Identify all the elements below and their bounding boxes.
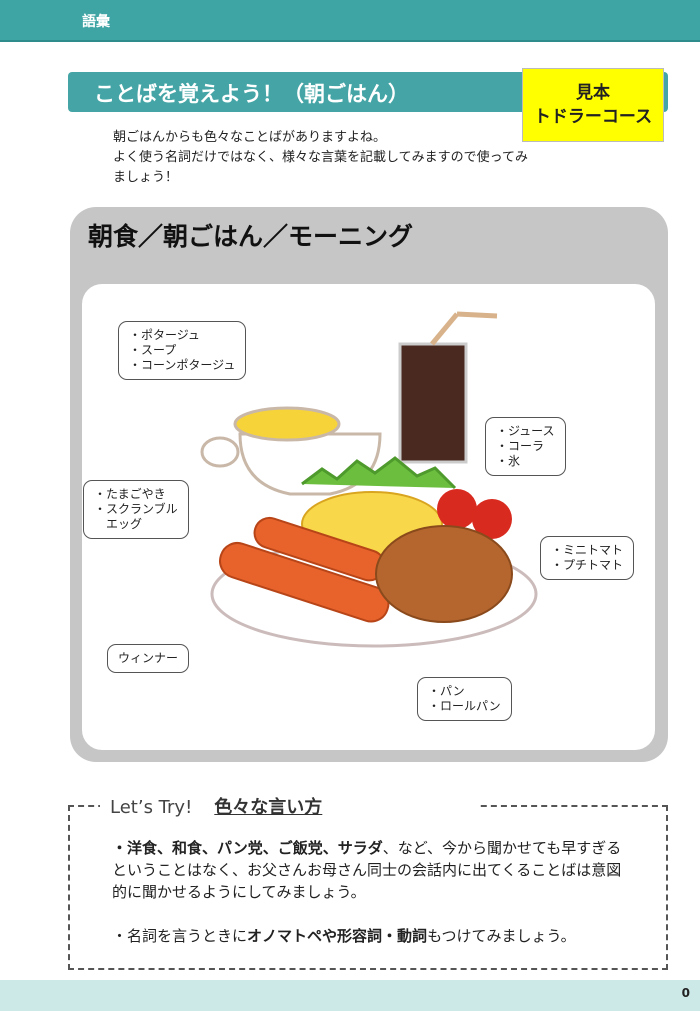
tip-bold: 動詞 bbox=[397, 927, 428, 945]
callout-item: エッグ bbox=[94, 517, 143, 531]
illustration-area: ・ポタージュ・スープ・コーンポタージュ ・ジュース・コーラ・氷 ・たまごやき・ス… bbox=[82, 284, 655, 750]
sample-badge: 見本トドラーコース bbox=[522, 68, 664, 142]
callout-item: ・ミニトマト bbox=[551, 543, 624, 557]
lets-try-header: Let’s Try! 色々な言い方 bbox=[100, 793, 480, 819]
tip-text: ・名詞を言うときに bbox=[112, 927, 248, 945]
tip-text: 、など、今から聞かせても早すぎるということはなく、お父さんお母さん同士の会話内に… bbox=[112, 839, 622, 901]
intro-text: 朝ごはんからも色々なことばがありますよね。よく使う名詞だけではなく、様々な言葉を… bbox=[113, 128, 633, 188]
callout-sausage: ウィンナー bbox=[107, 644, 190, 673]
callout-item: ・氷 bbox=[496, 454, 521, 468]
tip-bold: ・洋食、和食、パン党、ご飯党、サラダ bbox=[112, 839, 383, 857]
intro-line: 朝ごはんからも色々なことばがありますよね。 bbox=[113, 130, 387, 145]
badge-line: 見本 bbox=[576, 83, 610, 103]
callout-item: ・コーンポタージュ bbox=[129, 358, 236, 372]
callout-tomato: ・ミニトマト・プチトマト bbox=[540, 536, 635, 580]
callout-drink: ・ジュース・コーラ・氷 bbox=[485, 417, 566, 476]
tip-bold: ・ bbox=[382, 927, 398, 945]
breakfast-panel: 朝食／朝ごはん／モーニング ・ポタージュ・スープ・コーンポタージュ ・ジュース・… bbox=[70, 207, 668, 762]
callout-item: ・プチトマト bbox=[551, 558, 624, 572]
lets-try-box: Let’s Try! 色々な言い方 ・洋食、和食、パン党、ご飯党、サラダ、など、今… bbox=[68, 793, 668, 970]
tip-text: もつけてみましょう。 bbox=[427, 927, 576, 945]
tip-1: ・洋食、和食、パン党、ご飯党、サラダ、など、今から聞かせても早すぎるということは… bbox=[112, 837, 632, 903]
header-bar: 語彙 bbox=[0, 0, 700, 42]
callout-item: ・ポタージュ bbox=[129, 328, 200, 342]
panel-title: 朝食／朝ごはん／モーニング bbox=[88, 222, 414, 251]
callout-item: ・ジュース bbox=[496, 424, 555, 438]
lets-try-heading: 色々な言い方 bbox=[214, 797, 323, 818]
section-label: 語彙 bbox=[82, 14, 110, 30]
footer-bar: 0 bbox=[0, 980, 700, 1011]
callout-item: ・コーラ bbox=[496, 439, 545, 453]
callout-item: ・スープ bbox=[129, 343, 177, 357]
badge-line: トドラーコース bbox=[533, 107, 653, 127]
callout-egg: ・たまごやき・スクランブル エッグ bbox=[83, 480, 189, 539]
callout-item: ・パン bbox=[428, 684, 465, 698]
callout-item: ・スクランブル bbox=[94, 502, 178, 516]
tip-bold: オノマトペや形容詞 bbox=[247, 927, 383, 945]
callout-item: ウィンナー bbox=[118, 651, 179, 665]
callout-item: ・たまごやき bbox=[94, 487, 166, 501]
breakfast-illustration bbox=[200, 311, 538, 648]
tip-2: ・名詞を言うときにオノマトペや形容詞・動詞もつけてみましょう。 bbox=[112, 925, 632, 947]
callout-item: ・ロールパン bbox=[428, 699, 501, 713]
intro-line: ましょう！ bbox=[113, 170, 179, 185]
lets-try-label: Let’s Try! bbox=[110, 797, 193, 818]
intro-line: よく使う名詞だけではなく、様々な言葉を記載してみますので使ってみ bbox=[113, 150, 528, 165]
page-number: 0 bbox=[681, 986, 690, 1000]
callout-bread: ・パン・ロールパン bbox=[417, 677, 512, 721]
callout-soup: ・ポタージュ・スープ・コーンポタージュ bbox=[118, 321, 247, 380]
